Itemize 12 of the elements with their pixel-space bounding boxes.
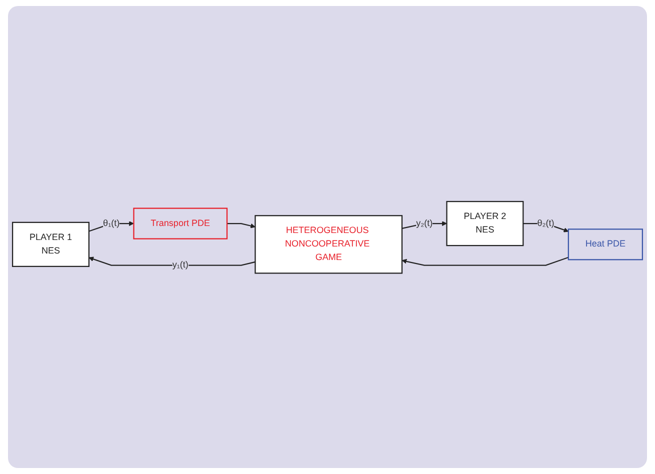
arrow (402, 256, 569, 266)
edge-label: θ₁(t) (103, 218, 120, 228)
edge-label: y₁(t) (172, 260, 188, 270)
node-box: PLAYER 2 NES (446, 200, 524, 246)
arrow (88, 256, 256, 266)
edge-label: y₂(t) (416, 218, 433, 228)
node-box: Heat PDE (568, 228, 643, 260)
node-box: Transport PDE (133, 207, 228, 239)
arrow (227, 222, 256, 228)
node-box: PLAYER 1 NES (12, 221, 90, 267)
edge-label: θ₂(t) (537, 218, 554, 228)
node-box: HETEROGENEOUS NONCOOPERATIVE GAME (254, 214, 403, 274)
